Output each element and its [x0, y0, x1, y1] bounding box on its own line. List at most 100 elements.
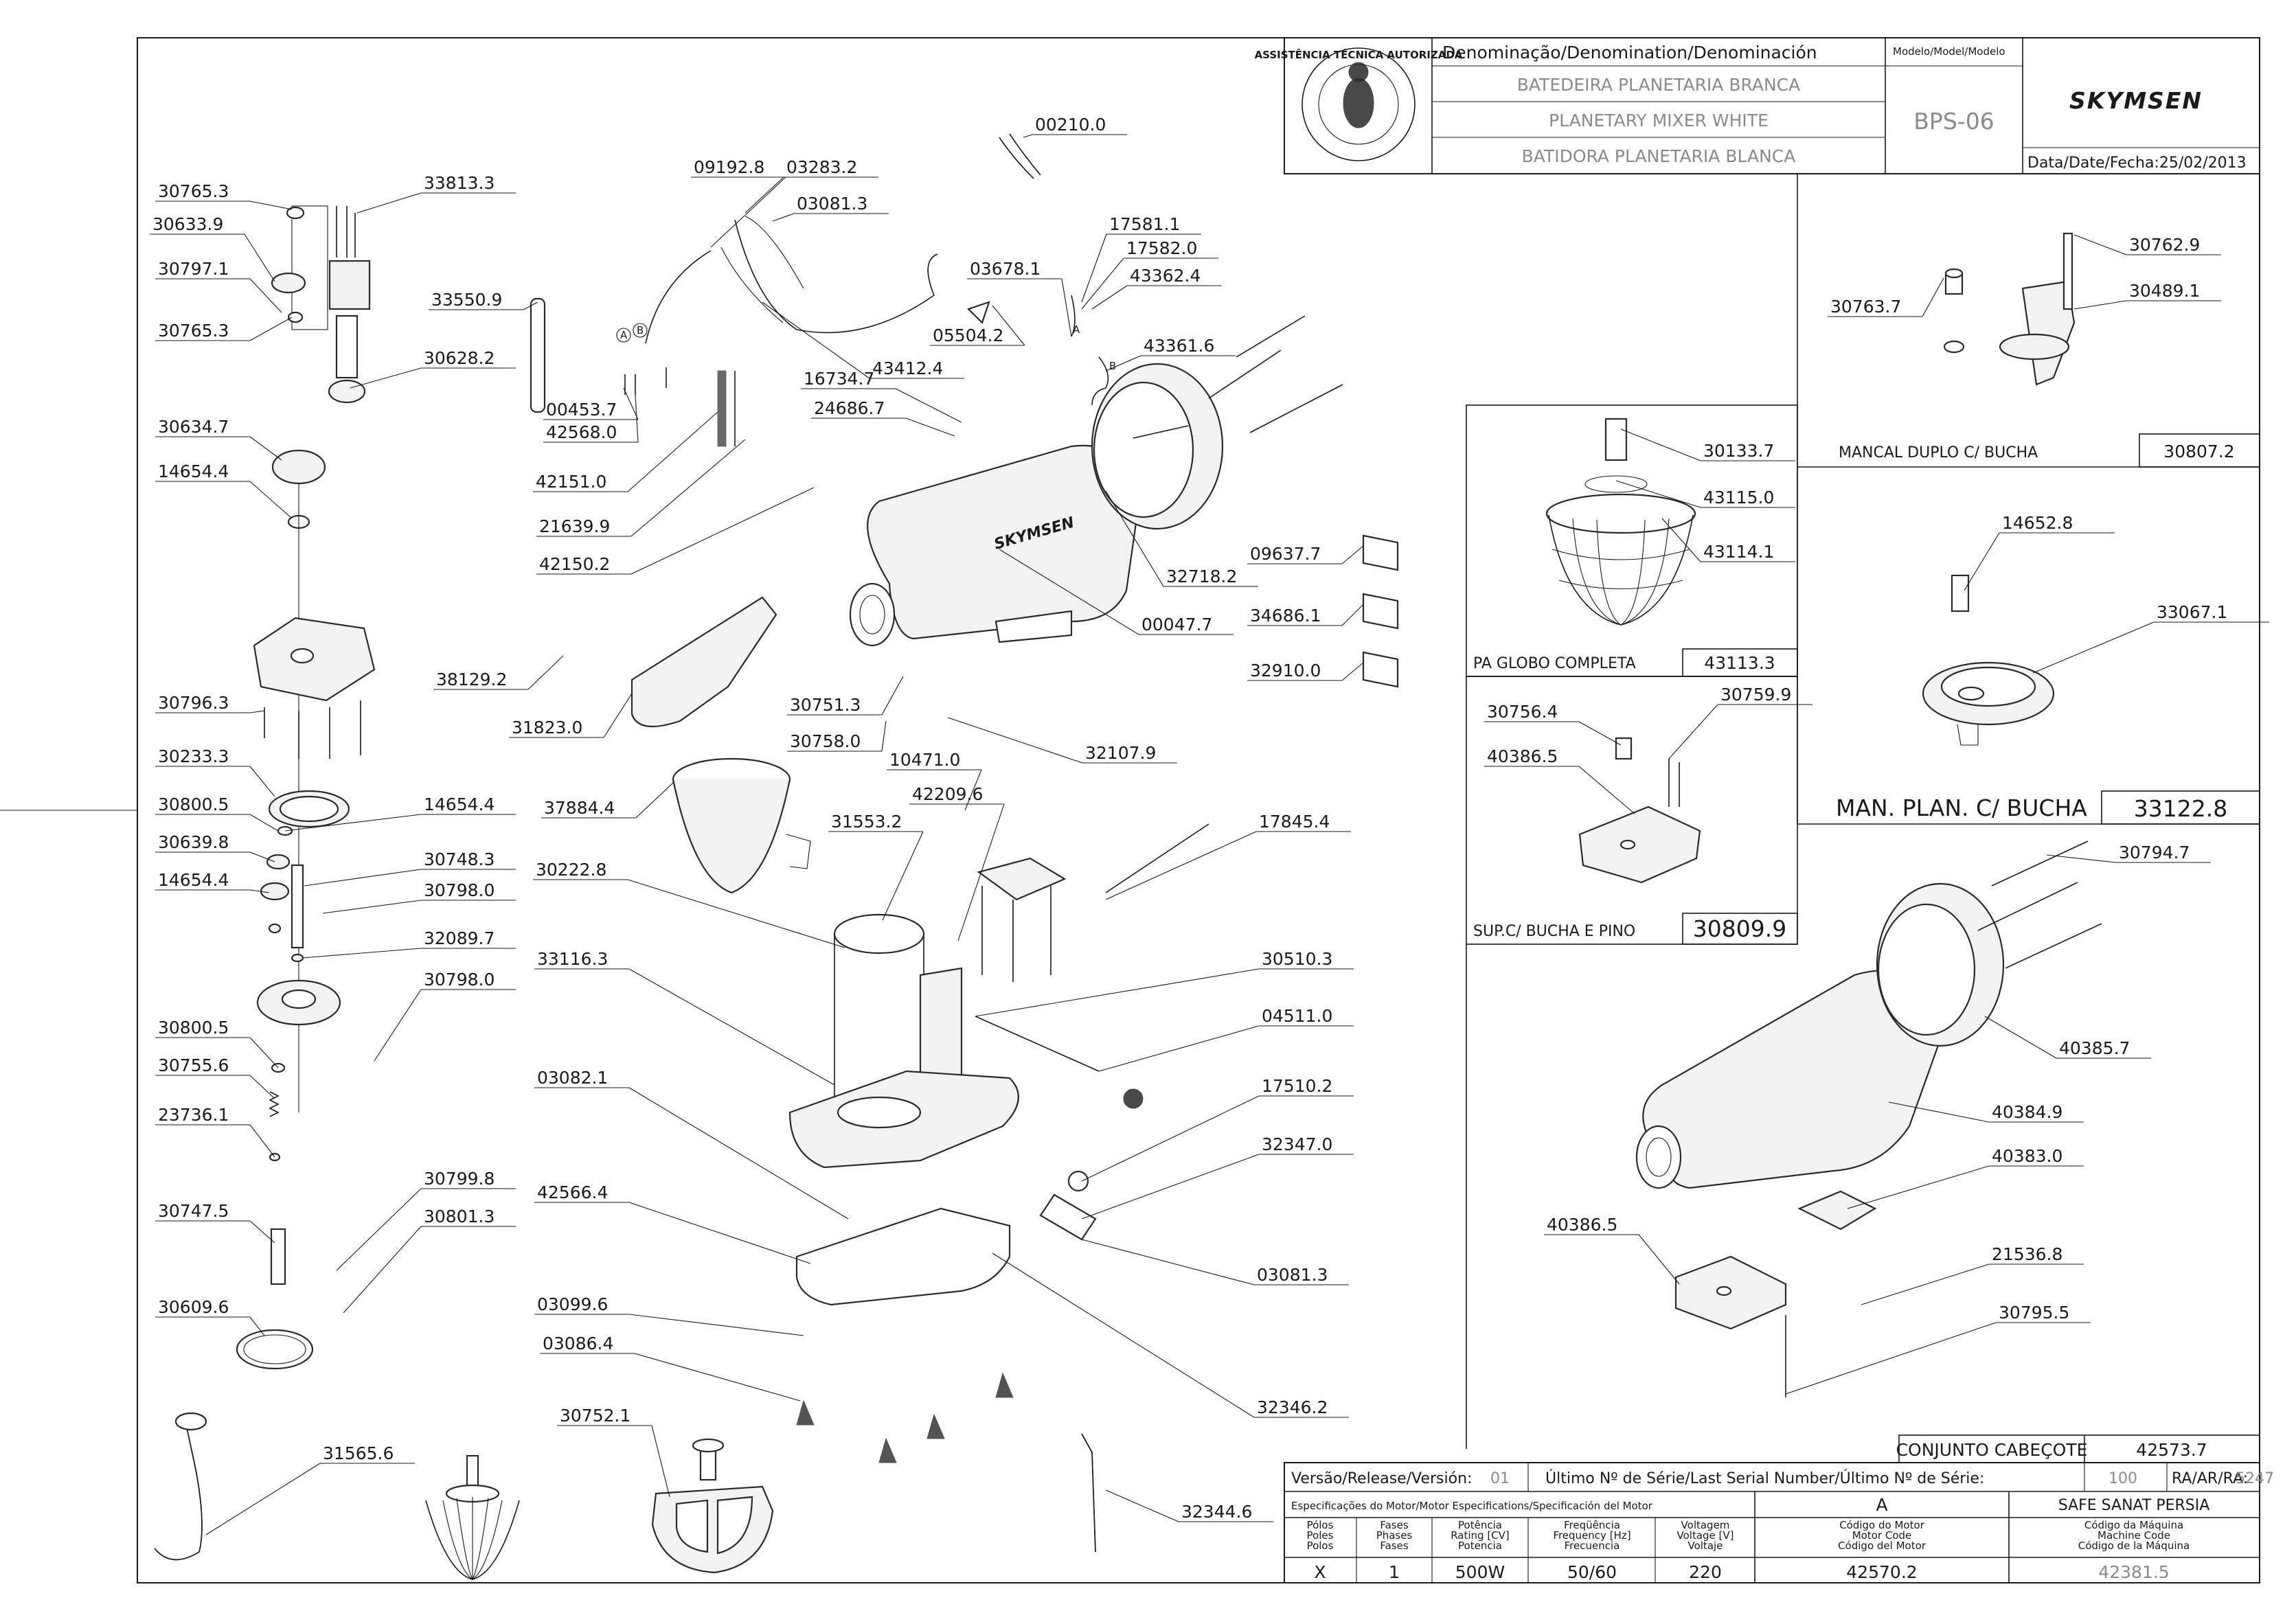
part-label-42209-6: 42209.6	[912, 784, 983, 804]
leader-line	[1578, 766, 1635, 814]
part-label-03086-4: 03086.4	[543, 1334, 613, 1353]
leader-line	[772, 213, 795, 222]
leader-line	[249, 436, 282, 461]
label-plates	[1362, 534, 1399, 688]
part-label-30133-7: 30133.7	[1703, 441, 1774, 461]
inset-bearing-name: MANCAL DUPLO C/ BUCHA	[1839, 444, 2038, 461]
leader-line	[249, 851, 275, 862]
leader-line	[1638, 1234, 1680, 1285]
leader-line	[710, 176, 786, 248]
part-label-30755-6: 30755.6	[158, 1055, 229, 1075]
part-label-40385-7: 40385.7	[2059, 1038, 2130, 1058]
leader-line	[284, 814, 422, 832]
leader-line	[1023, 134, 1033, 138]
leader-line	[895, 388, 962, 423]
leader-line	[975, 968, 1260, 1017]
part-label-32347-0: 32347.0	[1262, 1134, 1332, 1154]
leader-line	[249, 278, 282, 313]
leader-line	[992, 305, 1025, 346]
part-label-40386-5: 40386.5	[1487, 746, 1558, 766]
leader-line	[1661, 518, 1701, 562]
part-label-30797-1: 30797.1	[158, 259, 229, 279]
part-label-42566-4: 42566.4	[537, 1182, 608, 1202]
leader-line	[630, 439, 746, 537]
mixer-head: SKYMSEN	[849, 315, 1343, 647]
part-label-14654-4: 14654.4	[424, 794, 495, 814]
inset-bearing-code: 30807.2	[2163, 442, 2234, 461]
leader-line	[249, 201, 293, 210]
part-label-33067-1: 33067.1	[2157, 602, 2227, 622]
inset-planetary-name: MAN. PLAN. C/ BUCHA	[1836, 794, 2087, 821]
part-label-03099-6: 03099.6	[537, 1294, 608, 1314]
part-label-30799-8: 30799.8	[424, 1169, 495, 1189]
part-label-04511-0: 04511.0	[1262, 1006, 1332, 1026]
leader-line	[1341, 662, 1364, 681]
leader-line	[762, 301, 870, 379]
leader-line	[374, 989, 422, 1062]
leader-line	[249, 710, 265, 713]
part-label-43115-0: 43115.0	[1703, 488, 1774, 507]
part-label-21639-9: 21639.9	[539, 516, 610, 536]
leader-line	[2073, 234, 2127, 255]
part-label-03678-1: 03678.1	[970, 259, 1041, 279]
ra-label: RA/AR/RA:	[2172, 1470, 2248, 1487]
part-label-40383-0: 40383.0	[1992, 1146, 2062, 1166]
leader-line	[1615, 480, 1701, 508]
part-label-14652-8: 14652.8	[2002, 513, 2073, 533]
inset-globe-name: PA GLOBO COMPLETA	[1473, 655, 1636, 672]
planetary-bushing-drawing	[1922, 574, 2055, 746]
part-label-03283-2: 03283.2	[786, 157, 857, 177]
inset-planetary-code: 33122.8	[2134, 795, 2227, 822]
part-label-42150-2: 42150.2	[539, 554, 610, 574]
part-label-40384-9: 40384.9	[1992, 1102, 2062, 1122]
model-header: Modelo/Model/Modelo	[1893, 45, 2005, 58]
part-label-43412-4: 43412.4	[872, 358, 943, 378]
part-label-30800-5: 30800.5	[158, 1018, 229, 1038]
connector-b-letter-2: B	[1109, 360, 1116, 372]
inset-head-code: 42573.7	[2136, 1440, 2207, 1460]
part-label-37884-4: 37884.4	[544, 798, 615, 818]
leader-line	[627, 879, 845, 948]
spec-value-2: 500W	[1455, 1562, 1505, 1582]
leader-line	[1578, 721, 1622, 746]
part-label-30765-3: 30765.3	[158, 181, 229, 201]
part-label-30763-7: 30763.7	[1830, 297, 1901, 317]
leader-line	[523, 301, 538, 310]
leader-line	[1341, 604, 1364, 626]
leader-line	[249, 889, 270, 893]
connector-a-letter-2: A	[1073, 323, 1080, 336]
inset-support-name: SUP.C/ BUCHA E PINO	[1473, 923, 1635, 940]
part-label-30759-9: 30759.9	[1720, 685, 1791, 705]
leader-line	[1105, 490, 1164, 587]
leader-line	[1105, 1489, 1179, 1522]
leader-line	[1668, 704, 1718, 759]
part-label-30752-1: 30752.1	[560, 1406, 630, 1426]
part-label-31553-2: 31553.2	[831, 812, 902, 832]
leader-line	[1620, 428, 1701, 461]
inset-frames	[1466, 174, 2260, 1463]
leader-line	[249, 1124, 275, 1158]
spec-table	[1284, 1462, 2260, 1583]
leader-line	[302, 948, 422, 959]
part-label-16734-7: 16734.7	[804, 369, 874, 389]
version-label: Versão/Release/Versión:	[1291, 1470, 1472, 1487]
part-label-32910-0: 32910.0	[1250, 661, 1321, 681]
leader-line	[1847, 1165, 1990, 1209]
leader-line	[1081, 258, 1124, 310]
part-label-30796-3: 30796.3	[158, 693, 229, 713]
part-label-17845-4: 17845.4	[1259, 812, 1330, 832]
leader-line	[634, 1353, 801, 1402]
spec-value-5: 42570.2	[1846, 1562, 1917, 1582]
part-label-10471-0: 10471.0	[889, 750, 960, 770]
part-label-33116-3: 33116.3	[537, 949, 608, 969]
serial-label: Último Nº de Série/Last Serial Number/Úl…	[1545, 1469, 1984, 1487]
part-label-32107-9: 32107.9	[1085, 743, 1156, 763]
leader-line	[745, 176, 784, 214]
leader-line	[651, 1425, 670, 1498]
part-label-30510-3: 30510.3	[1262, 949, 1332, 969]
